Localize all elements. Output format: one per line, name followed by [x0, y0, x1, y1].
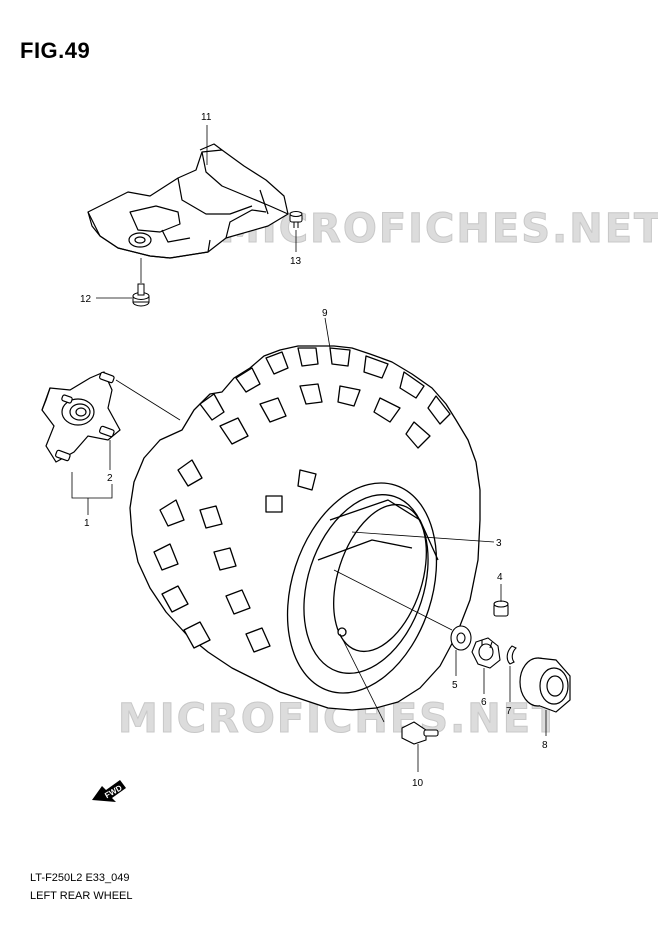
- callout-4: 4: [497, 572, 503, 583]
- callout-13: 13: [290, 256, 302, 267]
- callout-12: 12: [80, 294, 92, 305]
- bolt-12: [132, 283, 150, 307]
- callout-9: 9: [322, 308, 328, 319]
- callout-7: 7: [506, 706, 512, 717]
- hub-cap-part: [519, 657, 571, 736]
- washer-part: [450, 625, 472, 676]
- model-code: LT-F250L2 E33_049: [30, 872, 130, 884]
- valve-part: [401, 721, 439, 772]
- cap-nut-part: [493, 584, 509, 617]
- cotter-pin-part: [506, 645, 517, 702]
- callout-8: 8: [542, 740, 548, 751]
- figure-title: FIG.49: [20, 38, 91, 63]
- cover-part: [87, 143, 289, 259]
- callout-6: 6: [481, 697, 487, 708]
- hub-part: [41, 371, 121, 463]
- castle-nut-part: [471, 637, 501, 694]
- tire-part: [129, 345, 481, 711]
- forward-arrow: FWD: [92, 780, 126, 802]
- callout-5: 5: [452, 680, 458, 691]
- figure-name: LEFT REAR WHEEL: [30, 890, 133, 902]
- callout-2: 2: [107, 473, 113, 484]
- callout-11: 11: [201, 112, 212, 123]
- bolt-13: [289, 211, 303, 228]
- callout-1: 1: [84, 518, 90, 529]
- callout-10: 10: [412, 778, 424, 789]
- callout-3: 3: [496, 538, 502, 549]
